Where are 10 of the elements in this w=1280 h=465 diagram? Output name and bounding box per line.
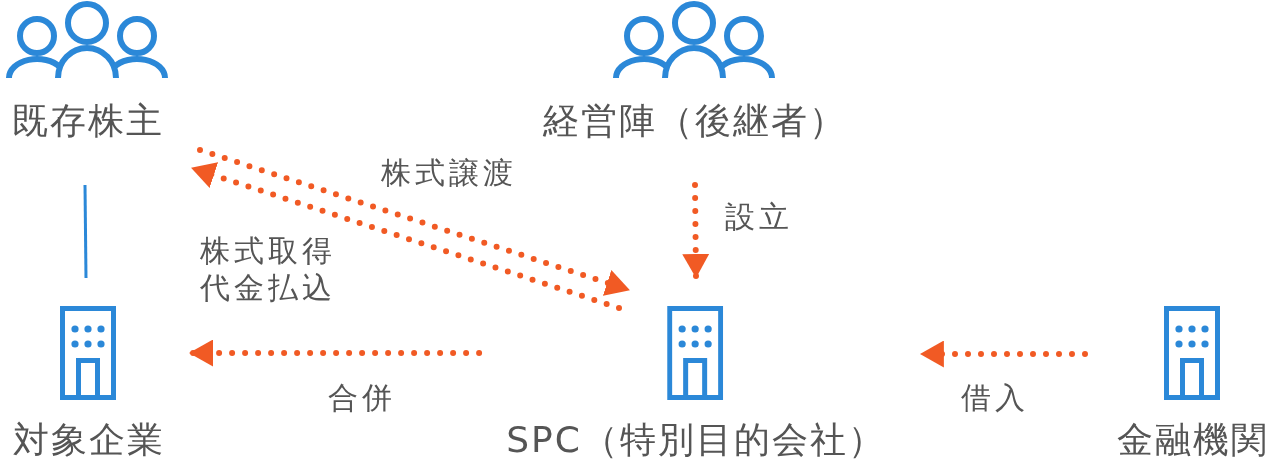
arrow bbox=[189, 162, 622, 311]
node-label: 既存株主 bbox=[11, 99, 164, 143]
arrow bbox=[682, 182, 710, 280]
node-label: 経営陣（後継者） bbox=[542, 99, 847, 143]
arrow bbox=[197, 147, 632, 296]
arrow bbox=[187, 339, 483, 367]
node-label: 対象企業 bbox=[12, 418, 165, 462]
node-label: 金融機関 bbox=[1116, 418, 1269, 462]
connector-line bbox=[83, 185, 88, 278]
node-label: SPC（特別目的会社） bbox=[505, 418, 886, 462]
